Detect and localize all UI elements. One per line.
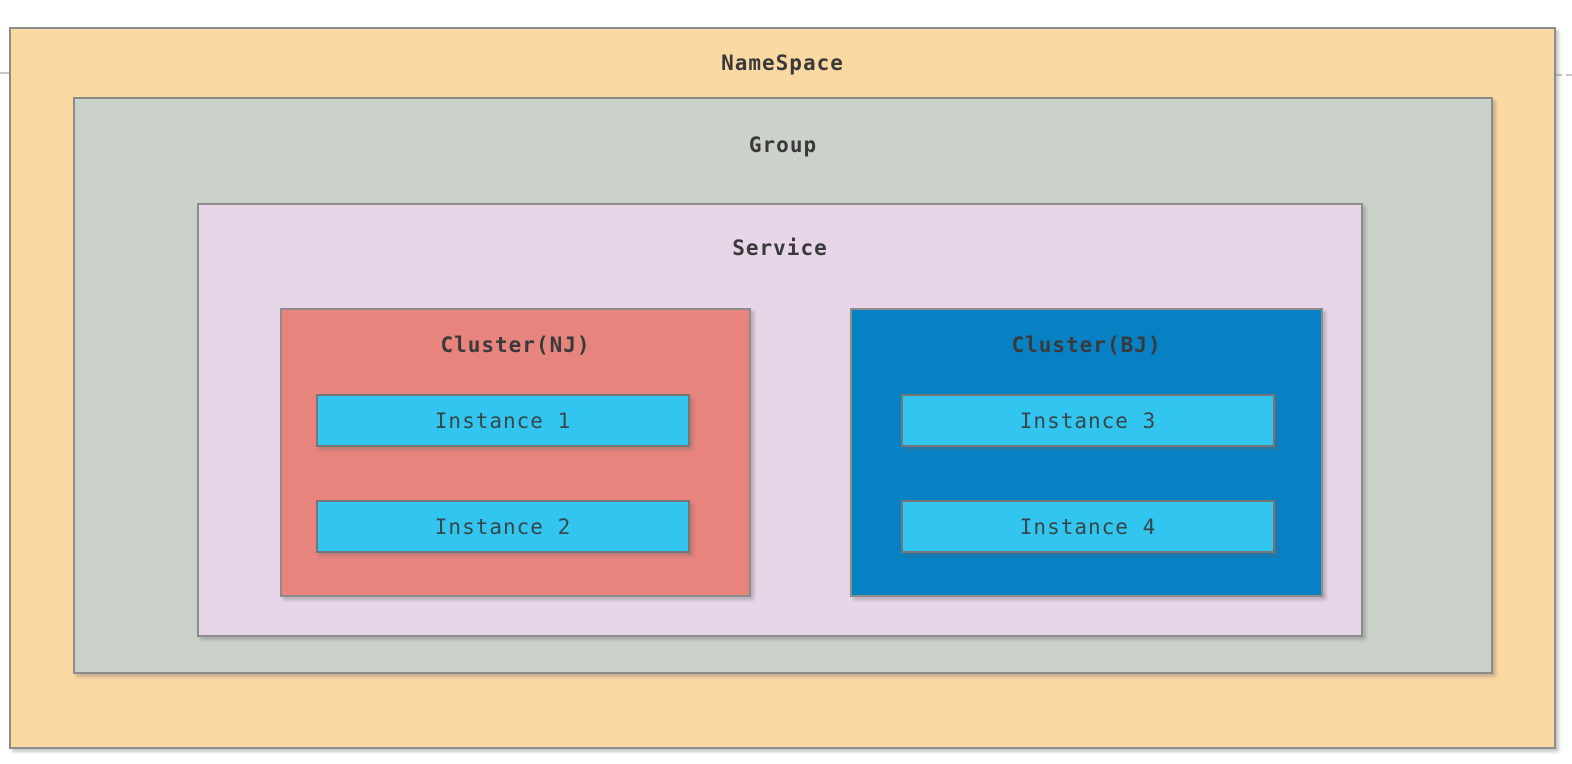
instance-1-node: Instance 1 bbox=[316, 394, 690, 447]
instance-3-label: Instance 3 bbox=[1019, 408, 1157, 433]
cluster-bj-container: Cluster(BJ) Instance 3 Instance 4 bbox=[850, 308, 1323, 597]
dashed-connector-stub-right bbox=[1556, 74, 1572, 76]
group-label: Group bbox=[748, 133, 818, 157]
cluster-nj-container: Cluster(NJ) Instance 1 Instance 2 bbox=[280, 308, 751, 597]
service-label: Service bbox=[732, 236, 828, 260]
instance-1-label: Instance 1 bbox=[434, 408, 572, 433]
namespace-label: NameSpace bbox=[721, 51, 844, 75]
instance-2-label: Instance 2 bbox=[434, 514, 572, 539]
instance-4-label: Instance 4 bbox=[1019, 514, 1157, 539]
instance-2-node: Instance 2 bbox=[316, 500, 690, 553]
dashed-connector-stub-left bbox=[0, 72, 10, 74]
instance-4-node: Instance 4 bbox=[901, 500, 1275, 553]
cluster-bj-label: Cluster(BJ) bbox=[1011, 333, 1162, 357]
cluster-nj-label: Cluster(NJ) bbox=[440, 333, 591, 357]
group-container: Group Service Cluster(NJ) Instance 1 Ins… bbox=[73, 97, 1493, 674]
service-container: Service Cluster(NJ) Instance 1 Instance … bbox=[197, 203, 1363, 637]
namespace-container: NameSpace Group Service Cluster(NJ) Inst… bbox=[9, 27, 1556, 749]
instance-3-node: Instance 3 bbox=[901, 394, 1275, 447]
